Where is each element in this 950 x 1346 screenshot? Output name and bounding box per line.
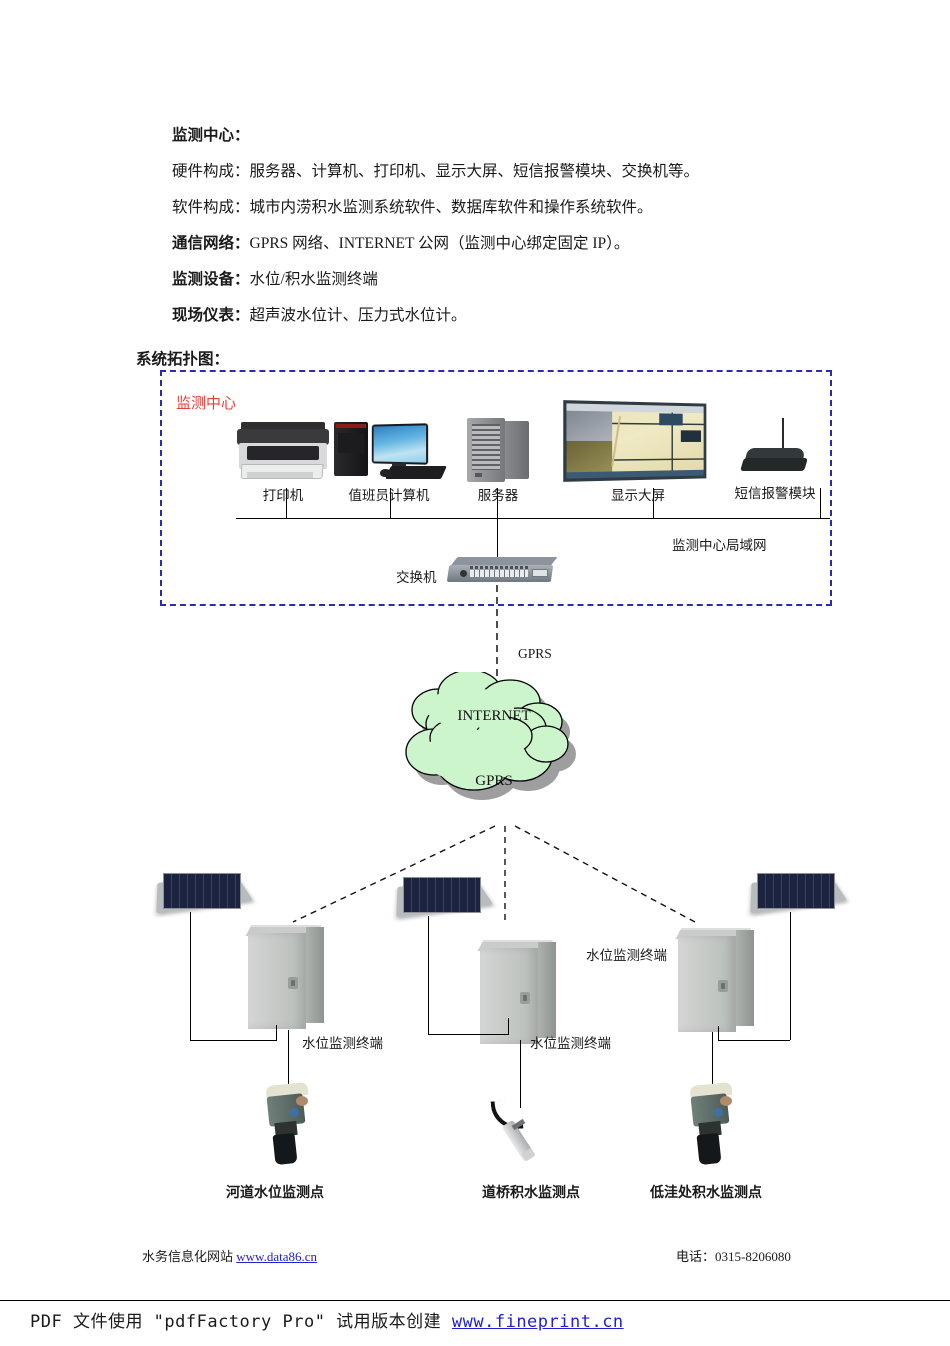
lan-drop-server <box>497 488 498 518</box>
solar-wire-v-1 <box>190 912 191 1040</box>
printer-icon <box>235 420 331 482</box>
device-printer-caption: 打印机 <box>262 488 304 503</box>
solar-wire-h-3 <box>718 1040 790 1041</box>
pdffactory-watermark: PDF 文件使用 "pdfFactory Pro" 试用版本创建 www.fin… <box>30 1307 624 1332</box>
sensor-cable-3 <box>712 1032 713 1090</box>
sms-modem-icon <box>736 418 814 480</box>
pdffactory-link[interactable]: www.fineprint.cn <box>451 1312 624 1332</box>
device-workstation-caption: 值班员计算机 <box>348 488 430 503</box>
solar-wire-h-1 <box>190 1040 276 1041</box>
solar-wire-h-2 <box>428 1034 508 1035</box>
cloud-gprs-label: GPRS <box>475 773 513 789</box>
ultrasonic-level-sensor-icon-3 <box>686 1081 738 1172</box>
paragraph-instruments: 现场仪表：超声波水位计、压力式水位计。 <box>172 298 832 334</box>
footer-site-text: 水务信息化网站 <box>142 1249 237 1264</box>
sensor-cable-2 <box>520 1040 521 1108</box>
cloud-to-terminals-links <box>292 825 696 923</box>
paragraph-network: 通信网络：GPRS 网络、INTERNET 公网（监测中心绑定固定 IP）。 <box>172 226 832 262</box>
device-workstation: 值班员计算机 <box>324 420 454 504</box>
pressure-level-sensor-icon-2 <box>490 1098 552 1170</box>
terminal-caption-2: 水位监测终端 <box>530 1036 611 1051</box>
paragraph-devices-text: 水位/积水监测终端 <box>249 271 378 288</box>
workstation-icon <box>330 420 448 482</box>
device-printer: 打印机 <box>222 420 344 504</box>
cloud-internet-label: INTERNET <box>457 708 530 724</box>
lan-drop-sms-modem <box>820 488 821 518</box>
lan-drop-printer <box>286 488 287 518</box>
site-caption-1: 河道水位监测点 <box>226 1186 324 1201</box>
solar-wire-v-2 <box>428 916 429 1034</box>
paragraph-hardware: 硬件构成：服务器、计算机、打印机、显示大屏、短信报警模块、交换机等。 <box>172 154 832 190</box>
lan-bus-line <box>236 518 830 519</box>
lan-drop-workstation <box>390 488 391 518</box>
paragraph-hardware-text: 服务器、计算机、打印机、显示大屏、短信报警模块、交换机等。 <box>249 163 700 180</box>
device-video-wall: 显示大屏 <box>558 400 718 504</box>
paragraph-devices: 监测设备：水位/积水监测终端 <box>172 262 832 298</box>
video-wall-icon <box>563 400 707 482</box>
gprs-uplink-line <box>496 585 498 681</box>
site-caption-3: 低洼处积水监测点 <box>650 1186 762 1201</box>
site-caption-2: 道桥积水监测点 <box>482 1186 580 1201</box>
page-heading: 监测中心： <box>172 127 250 144</box>
paragraph-software-label: 软件构成： <box>172 199 250 216</box>
pdffactory-banner <box>0 1300 950 1346</box>
solar-panel-icon-3 <box>750 868 848 914</box>
device-video-wall-caption: 显示大屏 <box>611 488 665 503</box>
device-server-caption: 服务器 <box>477 488 519 503</box>
paragraph-devices-label: 监测设备： <box>172 271 250 288</box>
monitoring-center-label: 监测中心 <box>176 396 237 412</box>
footer-site: 水务信息化网站 www.data86.cn <box>142 1246 317 1265</box>
paragraph-hardware-label: 硬件构成： <box>172 163 250 180</box>
monitoring-center-boundary <box>160 370 832 606</box>
paragraph-instruments-text: 超声波水位计、压力式水位计。 <box>249 307 467 324</box>
solar-wire-drop-3 <box>718 1026 719 1041</box>
switch-uplink-line <box>497 519 498 557</box>
solar-wire-drop-1 <box>276 1025 277 1041</box>
paragraph-network-label: 通信网络： <box>172 235 250 252</box>
terminal-cabinet-1 <box>245 925 326 1030</box>
terminal-caption-1: 水位监测终端 <box>302 1036 383 1051</box>
solar-wire-v-3 <box>790 912 791 1040</box>
solar-panel-icon-1 <box>156 868 254 914</box>
terminal-cabinet-2 <box>477 940 558 1045</box>
pdffactory-watermark-text: PDF 文件使用 "pdfFactory Pro" 试用版本创建 <box>30 1312 452 1332</box>
switch-icon <box>446 557 558 587</box>
server-icon <box>463 418 533 482</box>
lan-label: 监测中心局域网 <box>672 538 767 553</box>
device-sms-modem-caption: 短信报警模块 <box>734 486 816 501</box>
paragraph-software: 软件构成：城市内涝积水监测系统软件、数据库软件和操作系统软件。 <box>172 190 832 226</box>
internet-gprs-cloud: INTERNET GPRS <box>400 669 590 822</box>
terminal-caption-3: 水位监测终端 <box>586 948 667 963</box>
paragraph-instruments-label: 现场仪表： <box>172 307 250 324</box>
footer-site-link[interactable]: www.data86.cn <box>236 1249 318 1264</box>
solar-wire-drop-2 <box>508 1018 509 1035</box>
device-server: 服务器 <box>452 418 544 504</box>
ultrasonic-level-sensor-icon-1 <box>262 1081 314 1172</box>
lan-drop-video-wall <box>653 488 654 518</box>
device-sms-modem: 短信报警模块 <box>716 418 834 502</box>
document-text-block: 监测中心： 硬件构成：服务器、计算机、打印机、显示大屏、短信报警模块、交换机等。… <box>172 118 832 334</box>
solar-panel-icon-2 <box>396 872 494 918</box>
paragraph-software-text: 城市内涝积水监测系统软件、数据库软件和操作系统软件。 <box>249 199 653 216</box>
paragraph-network-text: GPRS 网络、INTERNET 公网（监测中心绑定固定 IP）。 <box>249 235 630 252</box>
terminal-cabinet-3 <box>675 928 756 1033</box>
switch-label: 交换机 <box>396 570 437 585</box>
sensor-cable-1 <box>288 1030 289 1088</box>
footer-phone: 电话：0315-8206080 <box>676 1249 791 1264</box>
gprs-uplink-label: GPRS <box>518 646 552 661</box>
section-title-topology: 系统拓扑图： <box>136 351 230 368</box>
